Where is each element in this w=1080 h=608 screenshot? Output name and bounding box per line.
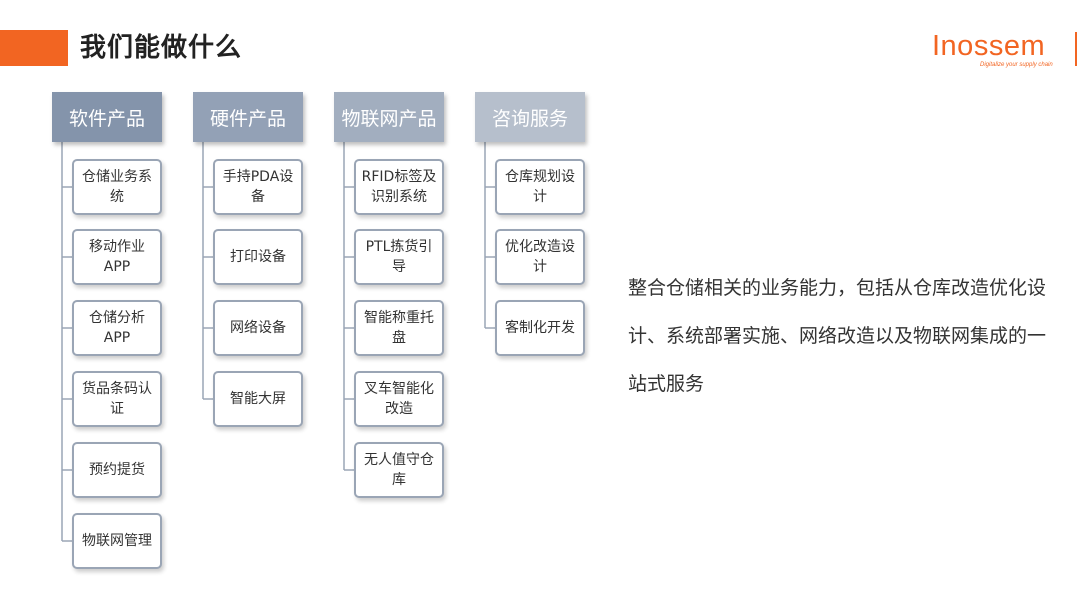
software-item: 物联网管理 [72, 513, 162, 569]
iot-item: PTL拣货引导 [354, 229, 444, 285]
logo-tagline: Digitalize your supply chain [980, 62, 1053, 68]
title-accent-bar [0, 30, 68, 66]
software-item: 仓储分析APP [72, 300, 162, 356]
iot-item: 叉车智能化改造 [354, 371, 444, 427]
software-item: 货品条码认证 [72, 371, 162, 427]
logo-text: Inossem [932, 30, 1046, 62]
category-header-software: 软件产品 [52, 92, 162, 142]
consulting-item: 客制化开发 [495, 300, 585, 356]
category-header-consulting: 咨询服务 [475, 92, 585, 142]
page-title: 我们能做什么 [80, 33, 243, 63]
software-item: 预约提货 [72, 442, 162, 498]
hardware-item: 手持PDA设备 [213, 159, 303, 215]
category-header-iot: 物联网产品 [334, 92, 444, 142]
service-description: 整合仓储相关的业务能力，包括从仓库改造优化设计、系统部署实施、网络改造以及物联网… [628, 277, 1047, 395]
iot-item: RFID标签及识别系统 [354, 159, 444, 215]
consulting-item: 仓库规划设计 [495, 159, 585, 215]
iot-item: 智能称重托盘 [354, 300, 444, 356]
hardware-item: 打印设备 [213, 229, 303, 285]
category-header-hardware: 硬件产品 [193, 92, 303, 142]
right-accent-line [1075, 32, 1077, 66]
iot-item: 无人值守仓库 [354, 442, 444, 498]
consulting-item: 优化改造设计 [495, 229, 585, 285]
software-item: 仓储业务系统 [72, 159, 162, 215]
inossem-logo: Inossem Digitalize your supply chain [932, 30, 1062, 70]
hardware-item: 智能大屏 [213, 371, 303, 427]
software-item: 移动作业APP [72, 229, 162, 285]
hardware-item: 网络设备 [213, 300, 303, 356]
